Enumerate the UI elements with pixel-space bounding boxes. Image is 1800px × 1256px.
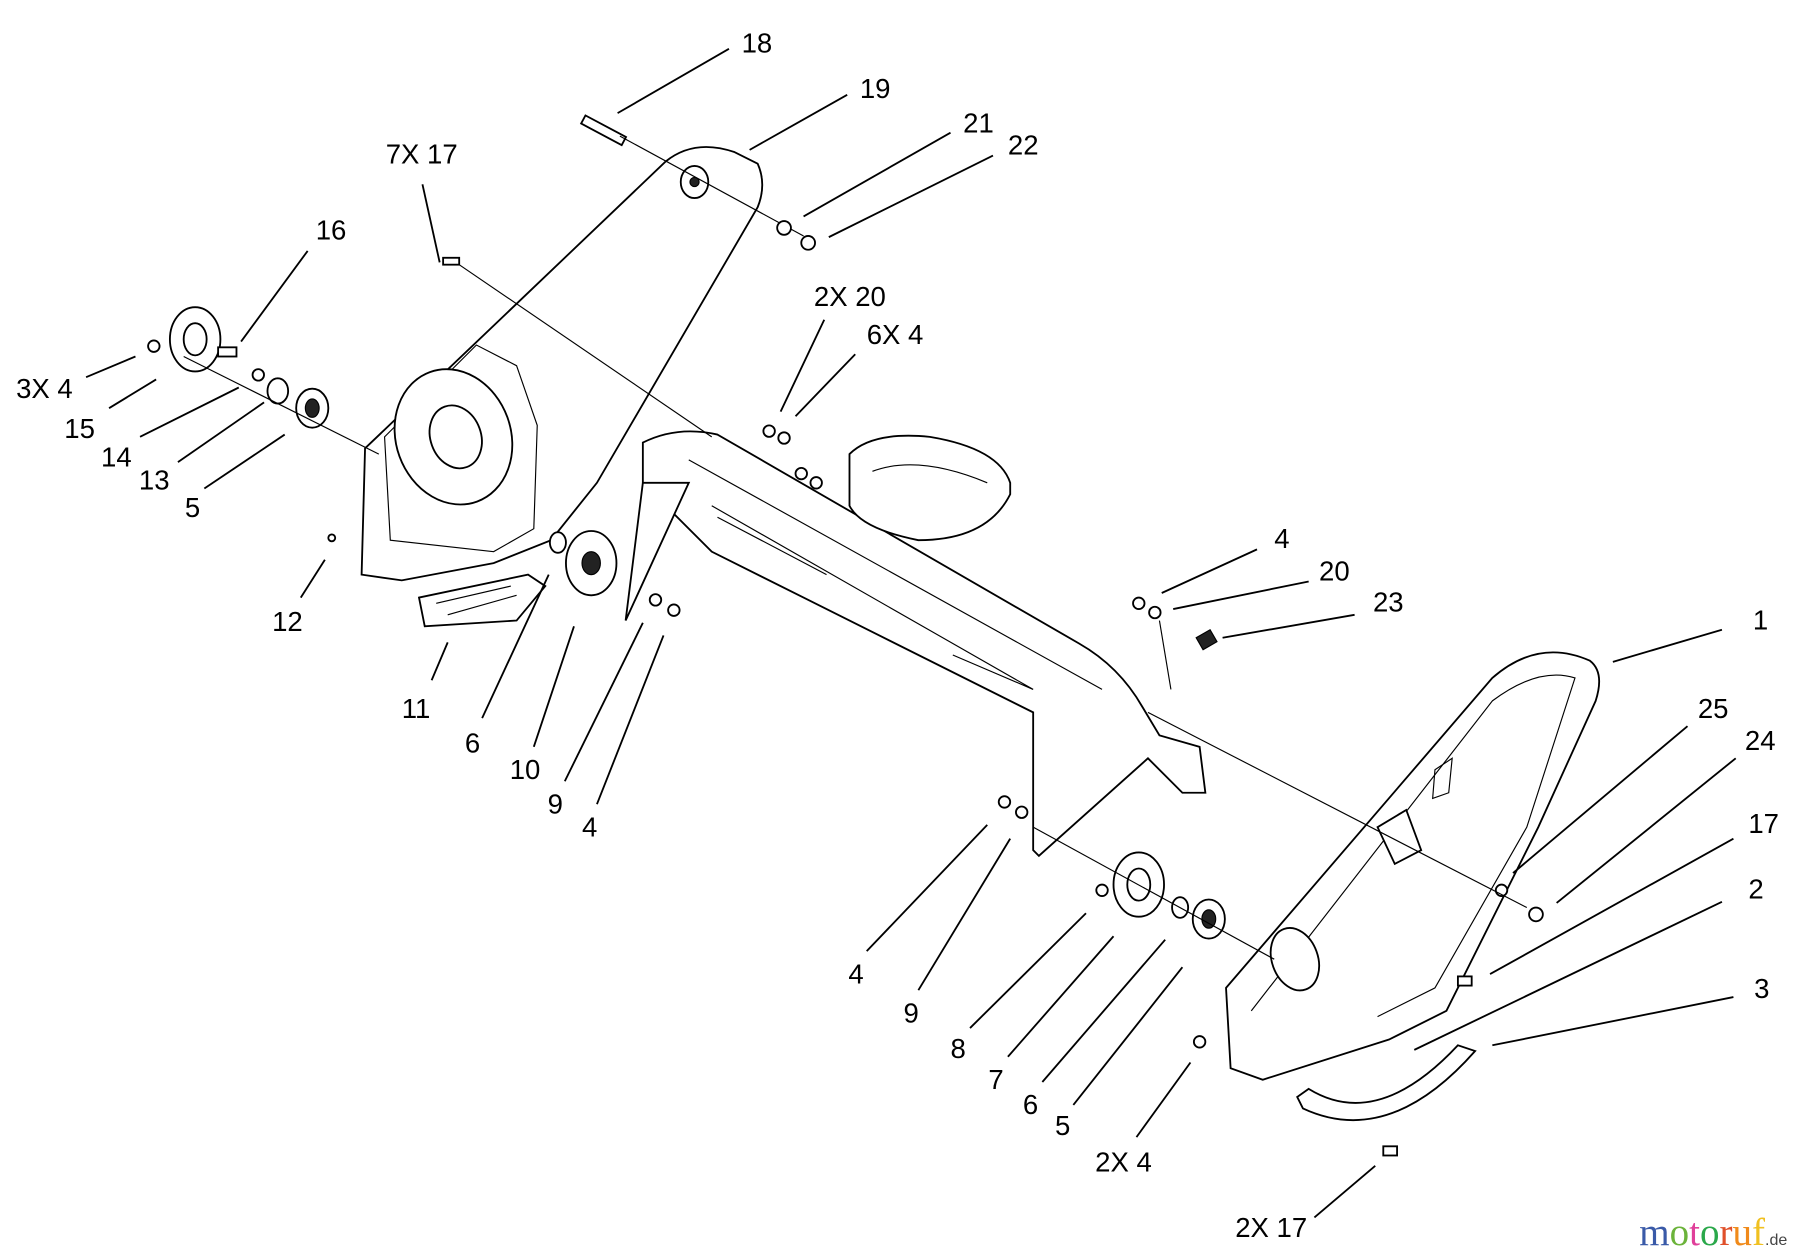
callout-8: 8 <box>951 1033 966 1064</box>
auger-housing <box>624 430 1207 858</box>
callout-6x4: 6X 4 <box>867 319 924 350</box>
callout-16: 16 <box>316 214 347 245</box>
callout-25: 25 <box>1698 693 1729 724</box>
callout-22: 22 <box>1008 129 1039 160</box>
watermark-letter: m <box>1639 1211 1669 1254</box>
callout-4-lower: 4 <box>848 958 863 989</box>
callout-4-mid: 4 <box>1274 523 1289 554</box>
callout-1: 1 <box>1753 605 1768 636</box>
right-bearing-assembly <box>1032 826 1275 960</box>
callout-14: 14 <box>101 442 132 473</box>
callout-6-lower: 6 <box>1023 1089 1038 1120</box>
callout-11: 11 <box>402 693 431 724</box>
callout-10: 10 <box>510 754 541 785</box>
callout-2x17: 2X 17 <box>1235 1212 1307 1243</box>
callout-15: 15 <box>64 413 95 444</box>
leader-lines <box>85 48 1737 1219</box>
right-side-plate <box>1225 651 1601 1081</box>
callout-5-lower: 5 <box>1055 1110 1070 1141</box>
callout-labels: 18 19 21 22 7X 17 16 3X 4 15 14 13 5 2X … <box>16 27 1779 1243</box>
callout-17: 17 <box>1748 808 1779 839</box>
skid-shoe-right <box>1296 1044 1477 1121</box>
watermark-letter: t <box>1689 1211 1700 1254</box>
callout-2x4: 2X 4 <box>1095 1147 1152 1178</box>
callout-5-left: 5 <box>185 492 200 523</box>
callout-3: 3 <box>1754 973 1769 1004</box>
callout-19: 19 <box>860 73 891 104</box>
callout-4-left: 4 <box>582 811 597 842</box>
callout-7: 7 <box>988 1064 1003 1095</box>
fasteners <box>327 114 1544 1157</box>
callout-9-lower: 9 <box>903 997 918 1028</box>
watermark-letter: r <box>1720 1211 1733 1254</box>
left-bearing-assembly <box>147 306 618 597</box>
callout-3x4: 3X 4 <box>16 373 73 404</box>
watermark-letter: f <box>1752 1211 1765 1254</box>
callout-23: 23 <box>1373 586 1404 617</box>
callout-12: 12 <box>272 606 303 637</box>
callout-18: 18 <box>742 27 773 58</box>
callout-2x20-top: 2X 20 <box>814 281 886 312</box>
callout-13: 13 <box>139 465 170 496</box>
callout-24: 24 <box>1745 725 1776 756</box>
watermark-letter: o <box>1670 1211 1690 1254</box>
callout-2: 2 <box>1748 873 1763 904</box>
callout-6-left: 6 <box>465 728 480 759</box>
skid-shoe-left <box>417 573 547 628</box>
watermark-letter: o <box>1700 1211 1720 1254</box>
left-side-plate <box>360 146 764 582</box>
motoruf-watermark-logo: motoruf.de <box>1639 1211 1787 1254</box>
callout-21: 21 <box>963 108 994 139</box>
callout-9-left: 9 <box>548 788 563 819</box>
callout-7x17: 7X 17 <box>386 139 458 170</box>
callout-20: 20 <box>1319 555 1350 586</box>
watermark-letter: u <box>1733 1211 1753 1254</box>
svg-text:motoruf.de: motoruf.de <box>1639 1211 1787 1254</box>
